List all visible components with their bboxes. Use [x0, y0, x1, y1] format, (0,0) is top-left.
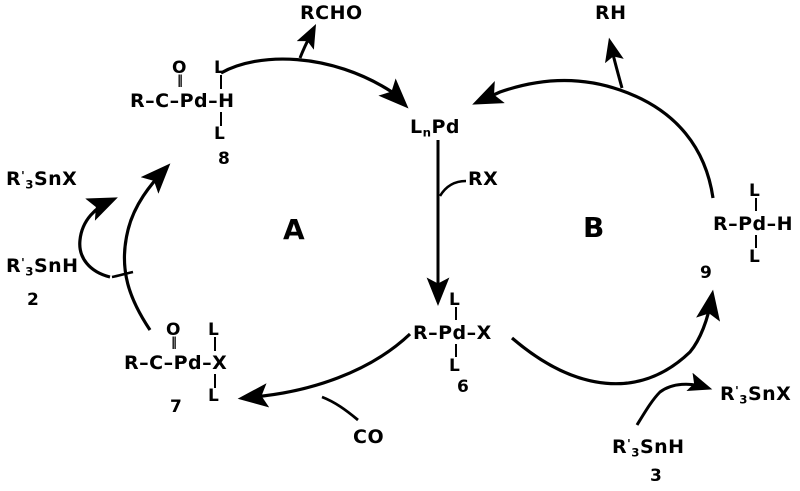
r3snx-left-prime: '	[21, 168, 26, 183]
complex-6-ligand-top: L	[449, 290, 460, 310]
lnpd-catalyst: LnPd	[410, 118, 460, 139]
compound-number-8: 8	[218, 149, 231, 169]
complex-6-bond-bottom	[455, 344, 457, 357]
r3snh-right-sub: 3	[631, 445, 640, 460]
complex-9-bond-bottom	[755, 235, 757, 248]
complex-6-ligand-bottom: L	[449, 356, 460, 376]
complex-8-oxygen: O	[172, 58, 187, 78]
complex-6-backbone: R–Pd–X	[413, 322, 492, 344]
arrow-a-bottom-6-to-7	[237, 332, 412, 408]
r3snh-left-prime: '	[21, 255, 26, 270]
r3snh-left-stem: R	[6, 255, 22, 277]
cycle-label-a: A	[283, 213, 306, 246]
complex-9-ligand-top: L	[749, 181, 760, 201]
reagent-r3snh-left: R'3SnH	[6, 257, 79, 278]
arrow-a-top-to-lnpd	[220, 57, 409, 109]
r3snx-left-stem: R	[6, 168, 22, 190]
compound-number-7: 7	[170, 397, 183, 417]
compound-number-3: 3	[650, 466, 663, 486]
arrow-rx-entry	[438, 179, 467, 197]
r3snh-left-sub: 3	[25, 264, 34, 279]
complex-7-double-bond: ‖	[171, 335, 177, 349]
complex-7-bond-top	[214, 337, 216, 351]
r3snx-left-sub: 3	[25, 177, 34, 192]
r3snh-right-prime: '	[627, 436, 632, 451]
cycle-label-b: B	[583, 211, 605, 244]
reagent-rx: RX	[468, 168, 499, 190]
complex-7-oxygen: O	[166, 320, 181, 340]
r3snh-right-tail: SnH	[639, 436, 685, 458]
arrow-transmetalation-right	[635, 372, 713, 426]
lnpd-tail: Pd	[431, 116, 461, 138]
complex-8-double-bond: ‖	[177, 73, 183, 87]
reagent-co: CO	[353, 426, 385, 448]
r3snx-left-tail: SnX	[33, 168, 78, 190]
complex-9-backbone: R–Pd–H	[713, 213, 794, 235]
compound-number-9: 9	[700, 263, 713, 283]
product-rcho: RCHO	[300, 2, 363, 24]
compound-number-2: 2	[27, 290, 40, 310]
complex-7-ligand-bottom: L	[208, 386, 219, 406]
arrow-r3snh-in-left	[111, 270, 134, 279]
r3snx-right-tail: SnX	[747, 383, 792, 405]
r3snx-right-sub: 3	[739, 392, 748, 407]
complex-6-bond-top	[455, 307, 457, 320]
complex-9-ligand-bottom: L	[749, 247, 760, 267]
complex-8-bond-top	[220, 75, 222, 89]
reagent-r3snx-right: R'3SnX	[720, 385, 791, 406]
complex-8-backbone: R–C–Pd–H	[130, 90, 235, 112]
complex-9-bond-top	[755, 198, 757, 211]
complex-7-bond-bottom	[214, 374, 216, 388]
arrow-rcho-release	[296, 23, 317, 59]
r3snx-right-prime: '	[735, 383, 740, 398]
arrow-transmetalation-left	[78, 197, 118, 279]
arrow-b-bottom-6-to-9	[510, 289, 721, 386]
r3snh-right-stem: R	[612, 436, 628, 458]
lnpd-stem: L	[410, 116, 423, 138]
lnpd-sub: n	[422, 125, 432, 140]
arrow-a-left-7-to-8	[122, 163, 171, 331]
arrow-co-insertion	[321, 395, 359, 422]
complex-7-ligand-top: L	[208, 320, 219, 340]
product-rh: RH	[595, 2, 627, 24]
arrow-b-top-to-lnpd	[472, 78, 715, 199]
reagent-r3snx-left: R'3SnX	[6, 170, 77, 191]
complex-8-ligand-bottom: L	[214, 124, 225, 144]
compound-number-6: 6	[457, 377, 470, 397]
r3snh-left-tail: SnH	[33, 255, 79, 277]
complex-8-bond-bottom	[220, 112, 222, 126]
complex-8-ligand-top: L	[214, 58, 225, 78]
arrow-rh-release	[605, 37, 624, 89]
complex-7-backbone: R–C–Pd–X	[124, 352, 228, 374]
r3snx-right-stem: R	[720, 383, 736, 405]
reagent-r3snh-right: R'3SnH	[612, 438, 685, 459]
